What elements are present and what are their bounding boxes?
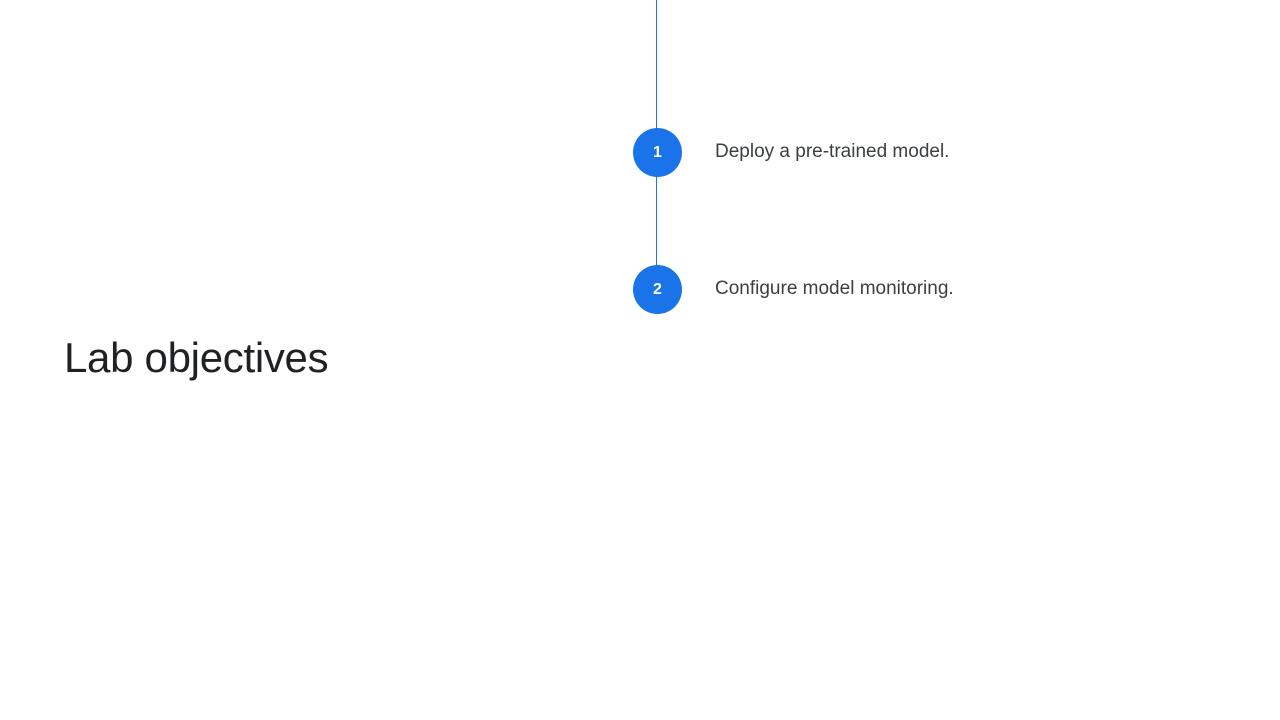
slide-title: Lab objectives [64,334,329,381]
objective-text: Deploy a pre-trained model. [715,141,950,162]
objective-item-2: 2 Configure model monitoring. [633,265,1133,315]
step-number-badge: 1 [633,128,682,177]
objective-item-1: 1 Deploy a pre-trained model. [633,128,1133,178]
objective-text: Configure model monitoring. [715,278,954,299]
step-number-badge: 2 [633,265,682,314]
